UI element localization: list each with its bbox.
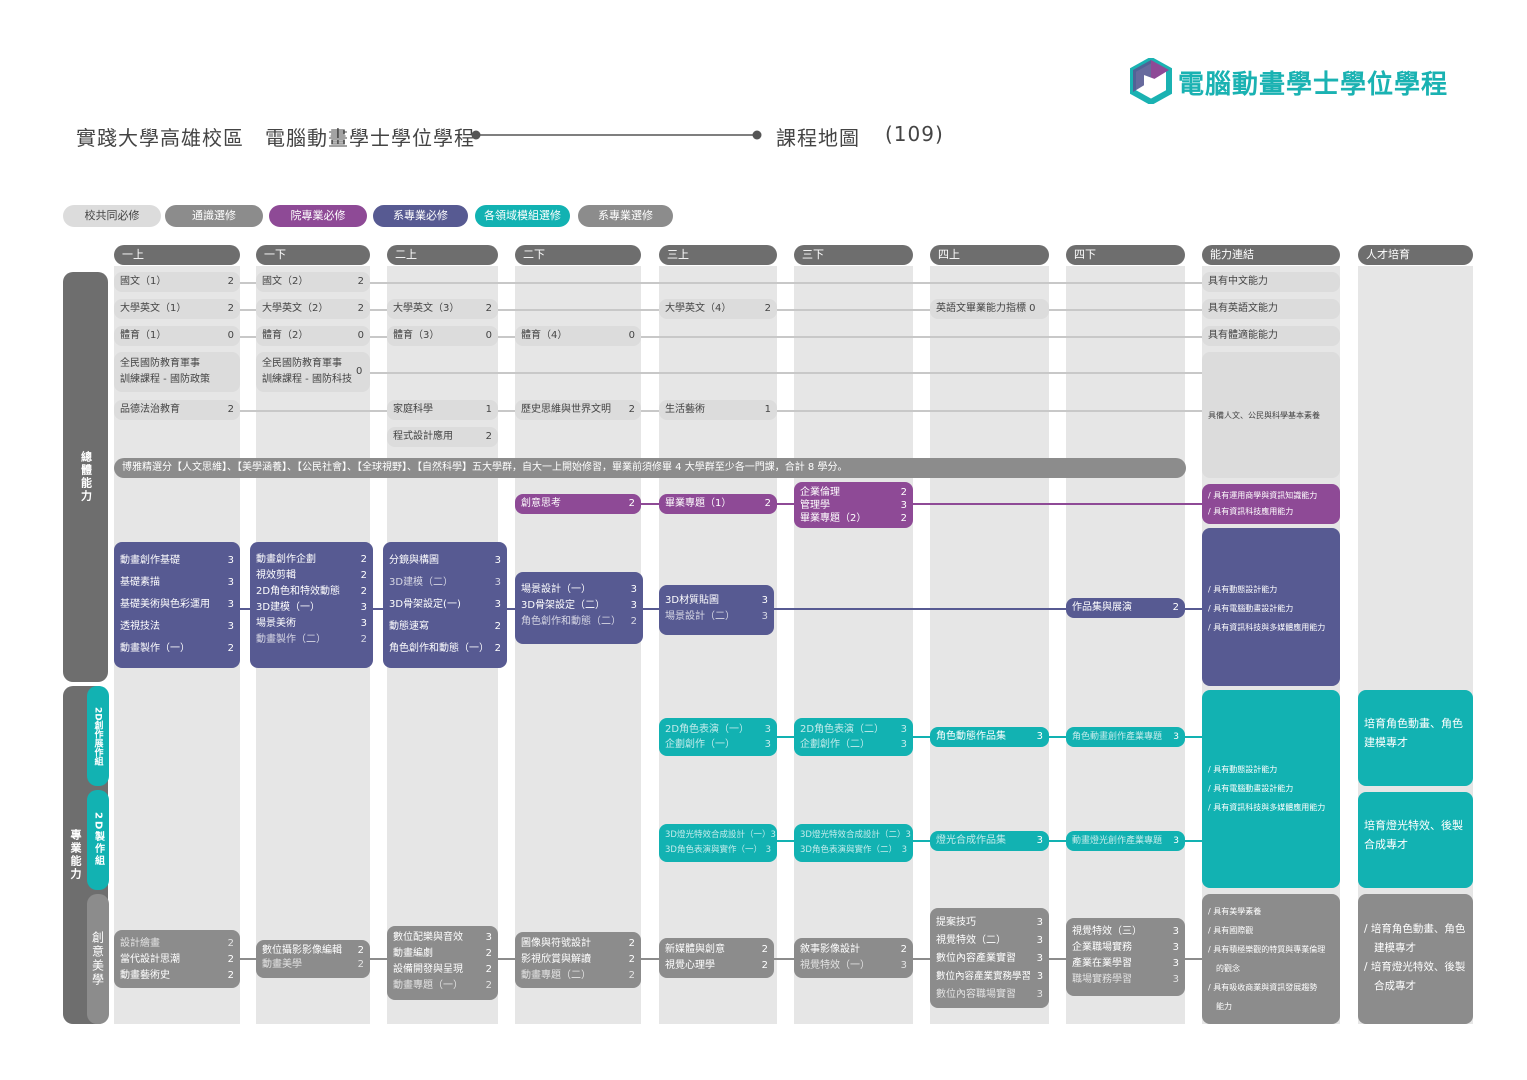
col-header-4: 二下 [515, 245, 641, 265]
liberal-arts-note: 博雅精選分【人文思維】、【美學涵養】、【公民社會】、【全球視野】、【自然科學】五… [114, 458, 1186, 478]
header-connector [471, 130, 762, 140]
course-pe-2: 體育（2）0 [256, 326, 370, 346]
col-header-9: 能力連結 [1202, 245, 1340, 265]
course-defense-1: 全民國防教育軍事訓練課程 - 國防政策 [114, 352, 240, 392]
page-title: 實踐大學高雄校區 電腦動畫學士學位學程 [76, 126, 475, 150]
row-line-chinese [236, 282, 1202, 284]
logo-hexagon-icon [1130, 58, 1172, 104]
course-group-y2s2: 場景設計（一）3 3D骨架設定（二）3 角色創作和動態（二）2 [515, 572, 643, 644]
legend-school-required: 校共同必修 [63, 205, 161, 227]
course-english-4: 大學英文（4）2 [659, 299, 777, 319]
course-chinese-2: 國文（2）2 [256, 272, 370, 292]
row-line-defense [368, 372, 1202, 374]
column-bg-8 [1066, 266, 1185, 1024]
row-line-purple [636, 503, 1202, 505]
course-group-3d-y3s1: 3D燈光特效合成設計（一）3 3D角色表演與實作（一）3 [659, 824, 777, 862]
course-capstone-1: 畢業專題（1）2 [659, 494, 777, 514]
ability-business-it: / 具有運用商學與資訊知識能力/ 具有資訊科技應用能力 [1202, 484, 1340, 524]
talent-lighting: 培育燈光特效、後製合成專才 [1358, 792, 1473, 888]
col-header-5: 三上 [659, 245, 777, 265]
col-header-10: 人才培育 [1358, 245, 1473, 265]
course-english-2: 大學英文（2）2 [256, 299, 370, 319]
row-line-pe [236, 336, 1202, 338]
legend-module-elective: 各領域模組選修 [475, 205, 570, 227]
ability-module: / 具有動態設計能力/ 具有電腦動畫設計能力/ 具有資訊科技與多媒體應用能力 [1202, 690, 1340, 888]
side-2d-creation: 2D創作展作組 [87, 686, 109, 786]
col-header-6: 三下 [794, 245, 913, 265]
column-bg-6 [794, 266, 913, 1024]
col-header-3: 二上 [387, 245, 498, 265]
course-english-1: 大學英文（1）2 [114, 299, 240, 319]
col-header-2: 一下 [256, 245, 370, 265]
ability-chinese: 具有中文能力 [1202, 272, 1340, 292]
logo-text: 電腦動畫學士學位學程 [1178, 70, 1449, 100]
course-chinese-1: 國文（1）2 [114, 272, 240, 292]
course-english-3: 大學英文（3）2 [387, 299, 498, 319]
legend-college-required: 院專業必修 [269, 205, 367, 227]
course-pe-4: 體育（4）0 [515, 326, 641, 346]
ability-humanities: 具備人文、公民與科學基本素養 [1202, 352, 1340, 478]
ability-animation-design: / 具有動態設計能力/ 具有電腦動畫設計能力/ 具有資訊科技與多媒體應用能力 [1202, 528, 1340, 686]
course-group-3d-y3s2: 3D燈光特效合成設計（二）3 3D角色表演與實作（二）3 [794, 824, 913, 862]
side-general-ability: 總體能力 [63, 272, 108, 682]
ability-english: 具有英語文能力 [1202, 299, 1340, 319]
legend-dept-required: 系專業必修 [373, 205, 468, 227]
course-defense-2-credit: 0 [356, 366, 363, 377]
course-defense-2: 全民國防教育軍事訓練課程 - 國防科技 [256, 352, 370, 392]
map-title: 課程地圖 [776, 126, 860, 150]
map-year: (109) [885, 122, 944, 146]
talent-character: 培育角色動畫、角色建模專才 [1358, 690, 1473, 786]
column-bg-7 [930, 266, 1049, 1024]
course-pe-3: 體育（3）0 [387, 326, 498, 346]
side-creative-aesthetics: 創意美學 [87, 894, 109, 1024]
column-bg-5 [659, 266, 777, 1024]
ability-fitness: 具有體適能能力 [1202, 326, 1340, 346]
ability-aesthetics: / 具有美學素養/ 具有國際觀/ 具有積極樂觀的特質與專業倫理 的觀念/ 具有吸… [1202, 894, 1340, 1024]
legend-dept-elective: 系專業選修 [578, 205, 673, 227]
course-group-2d-y3s1: 2D角色表演（一）3 企劃創作（一）3 [659, 718, 777, 756]
side-2d-production: 2D製作組 [87, 790, 109, 890]
col-header-1: 一上 [114, 245, 240, 265]
legend-general-elective: 通識選修 [165, 205, 263, 227]
course-group-2d-y3s2: 2D角色表演（二）3 企劃創作（二）3 [794, 718, 913, 756]
course-english-exit: 英語文畢業能力指標 0 [930, 299, 1049, 319]
course-pe-1: 體育（1）0 [114, 326, 240, 346]
col-header-7: 四上 [930, 245, 1049, 265]
column-bg-4 [515, 266, 641, 1024]
col-header-8: 四下 [1066, 245, 1185, 265]
talent-aesthetics: / 培育角色動畫、角色建模專才 / 培育燈光特效、後製合成專才 [1358, 894, 1473, 1024]
